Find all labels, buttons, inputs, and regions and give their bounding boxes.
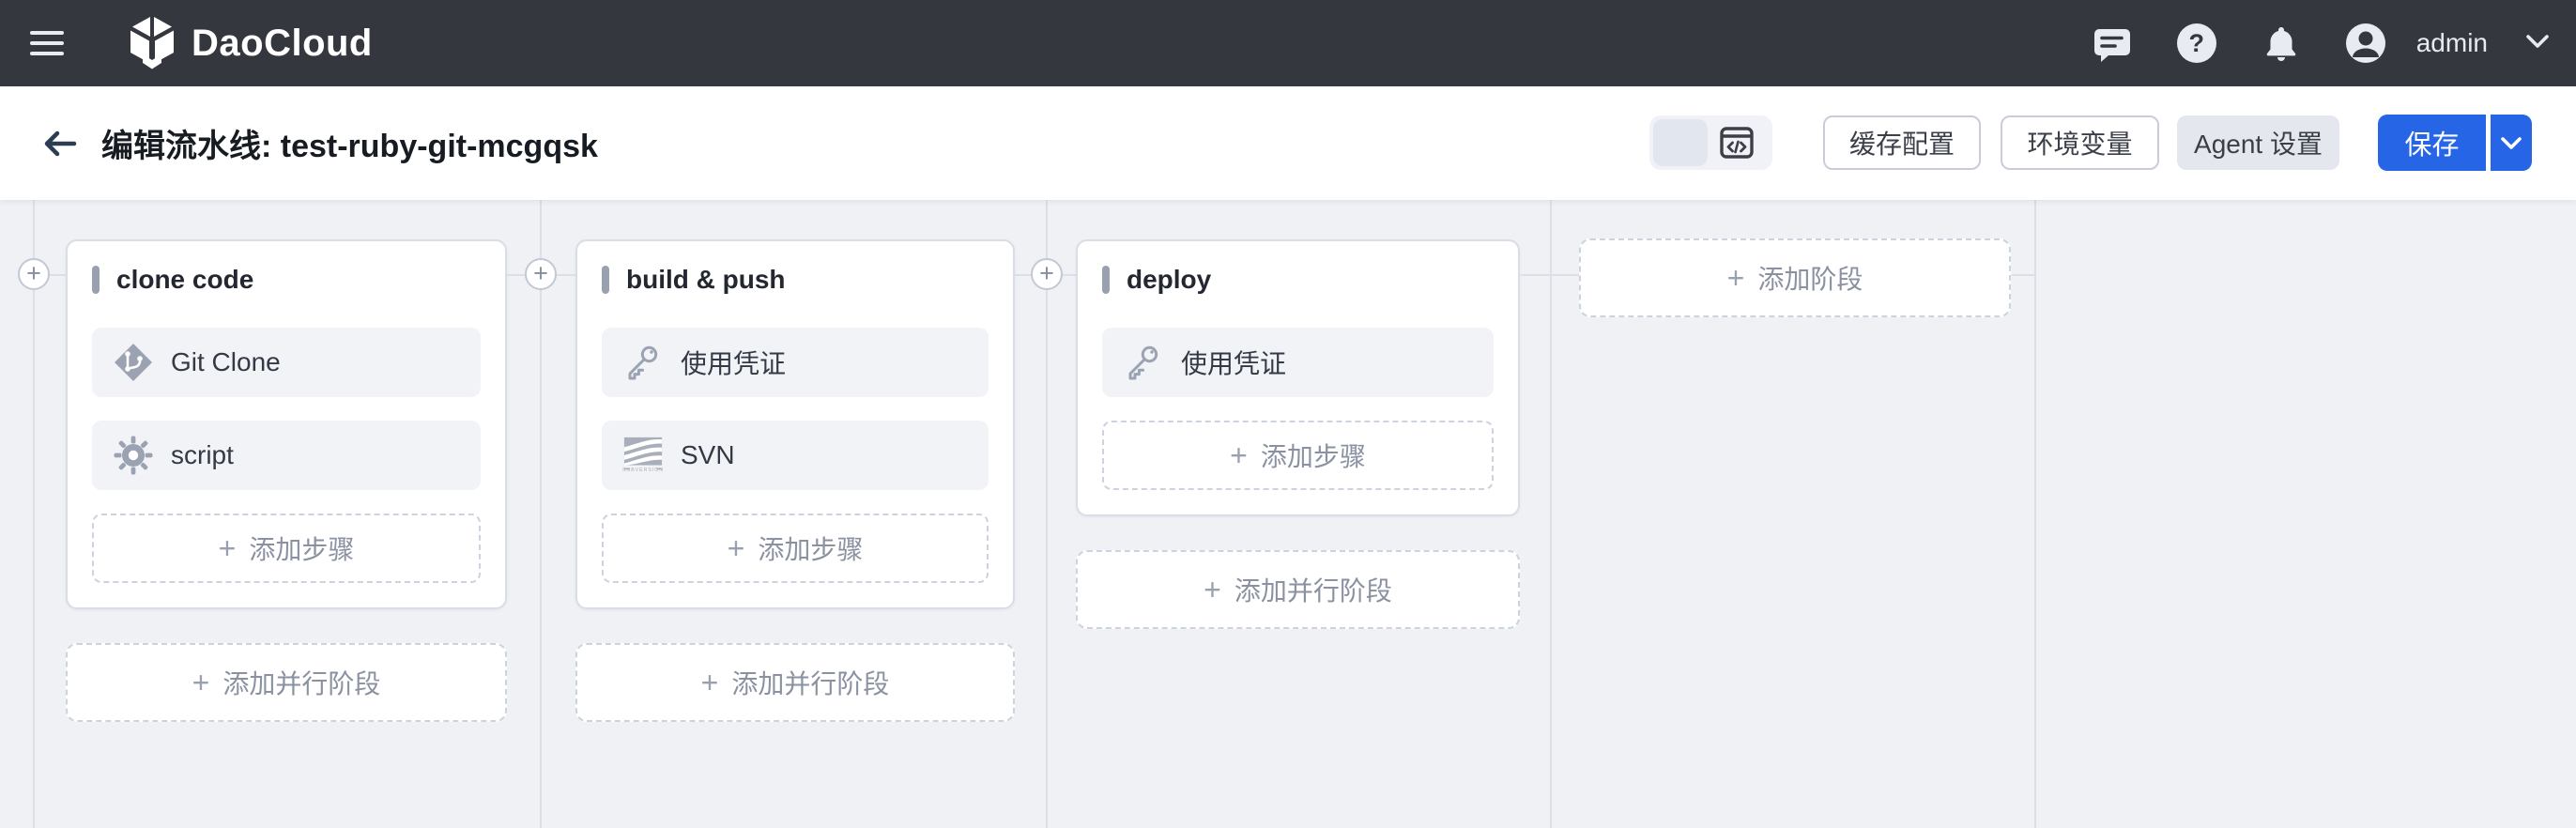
agent-settings-button[interactable]: Agent 设置 xyxy=(2177,115,2339,170)
step-git-clone[interactable]: Git Clone xyxy=(92,328,481,397)
step-label: 使用凭证 xyxy=(1181,349,1287,378)
step-label: SVN xyxy=(681,440,735,469)
stage-pill xyxy=(602,266,609,294)
step-svn[interactable]: SUBVERSION SVN xyxy=(602,421,989,490)
step-label: Git Clone xyxy=(171,347,281,376)
step-use-credentials[interactable]: 使用凭证 xyxy=(602,328,989,397)
cache-config-button[interactable]: 缓存配置 xyxy=(1823,115,1981,170)
visual-editor-toggle-segment[interactable] xyxy=(1653,119,1708,166)
hamburger-menu-icon[interactable] xyxy=(28,27,66,59)
column-connector-line xyxy=(1046,200,1048,828)
pipeline-canvas: + + + clone code xyxy=(0,200,2576,828)
column-connector-line xyxy=(2034,200,2036,828)
add-step-button[interactable]: + 添加步骤 xyxy=(1102,421,1494,490)
add-parallel-stage-button[interactable]: + 添加并行阶段 xyxy=(66,643,507,722)
add-stage-button[interactable]: + 添加阶段 xyxy=(1579,238,2011,317)
insert-stage-plus-button[interactable]: + xyxy=(1031,258,1063,290)
save-button[interactable]: 保存 xyxy=(2378,115,2486,171)
stage-connector-line xyxy=(34,274,66,276)
help-icon[interactable]: ? xyxy=(2176,23,2217,64)
plus-icon: + xyxy=(192,665,210,699)
page-header-bar: 编辑流水线: test-ruby-git-mcgqsk 缓存配置 环境变量 Ag… xyxy=(0,86,2576,200)
column-connector-line xyxy=(33,200,35,828)
step-label: 使用凭证 xyxy=(681,349,787,378)
stage-pill xyxy=(92,266,100,294)
key-icon xyxy=(622,342,664,383)
username-label[interactable]: admin xyxy=(2415,28,2488,57)
column-connector-line xyxy=(540,200,542,828)
stage-connector-line xyxy=(2012,274,2035,276)
daocloud-cube-icon xyxy=(130,17,174,69)
add-parallel-stage-button[interactable]: + 添加并行阶段 xyxy=(1076,550,1520,629)
gear-icon xyxy=(113,435,154,476)
save-split-button: 保存 xyxy=(2378,115,2532,171)
stage-name: deploy xyxy=(1127,265,1212,294)
column-connector-line xyxy=(1550,200,1552,828)
user-menu-chevron-down-icon[interactable] xyxy=(2525,34,2550,54)
key-icon xyxy=(1123,342,1164,383)
stage-header: build & push xyxy=(602,265,989,294)
top-navbar: DaoCloud ? xyxy=(0,0,2576,86)
plus-icon: + xyxy=(1204,572,1221,606)
step-label: script xyxy=(171,440,234,469)
stage-pill xyxy=(1102,266,1110,294)
code-view-toggle-segment[interactable] xyxy=(1708,115,1766,170)
daocloud-logo[interactable]: DaoCloud xyxy=(128,0,373,86)
add-parallel-stage-button[interactable]: + 添加并行阶段 xyxy=(575,643,1015,722)
git-icon xyxy=(113,342,154,383)
plus-icon: + xyxy=(727,530,745,565)
save-dropdown-chevron-icon[interactable] xyxy=(2491,115,2532,171)
help-glyph: ? xyxy=(2188,28,2204,57)
brand-name: DaoCloud xyxy=(192,22,373,64)
stage-connector-line xyxy=(1521,274,1579,276)
editor-view-toggle xyxy=(1649,115,1772,170)
stage-card-build-push: build & push 使用凭证 xyxy=(575,239,1015,609)
add-step-button[interactable]: + 添加步骤 xyxy=(602,514,989,583)
stage-card-deploy: deploy 使用凭证 + 添加步骤 xyxy=(1076,239,1520,516)
step-script[interactable]: script xyxy=(92,421,481,490)
stage-header: clone code xyxy=(92,265,481,294)
svn-icon: SUBVERSION xyxy=(622,435,664,476)
plus-icon: + xyxy=(1726,260,1745,295)
stage-header: deploy xyxy=(1102,265,1494,294)
insert-stage-plus-button[interactable]: + xyxy=(525,258,557,290)
stage-name: build & push xyxy=(626,265,786,294)
bell-icon[interactable] xyxy=(2261,23,2302,64)
step-use-credentials[interactable]: 使用凭证 xyxy=(1102,328,1494,397)
avatar[interactable] xyxy=(2345,23,2386,64)
stage-card-clone-code: clone code Git Clone xyxy=(66,239,507,609)
plus-icon: + xyxy=(218,530,237,565)
page-title: 编辑流水线: test-ruby-git-mcgqsk xyxy=(101,129,598,164)
navbar-right-cluster: ? admin xyxy=(2092,0,2550,86)
plus-icon: + xyxy=(1230,437,1248,472)
stage-name: clone code xyxy=(116,265,254,294)
chat-icon[interactable] xyxy=(2092,23,2133,64)
plus-icon: + xyxy=(700,665,719,699)
code-view-icon xyxy=(1720,127,1754,159)
svn-caption: SUBVERSION xyxy=(622,468,664,473)
back-arrow-icon[interactable] xyxy=(40,128,78,160)
add-step-button[interactable]: + 添加步骤 xyxy=(92,514,481,583)
insert-stage-plus-button[interactable]: + xyxy=(18,258,50,290)
env-vars-button[interactable]: 环境变量 xyxy=(2001,115,2159,170)
